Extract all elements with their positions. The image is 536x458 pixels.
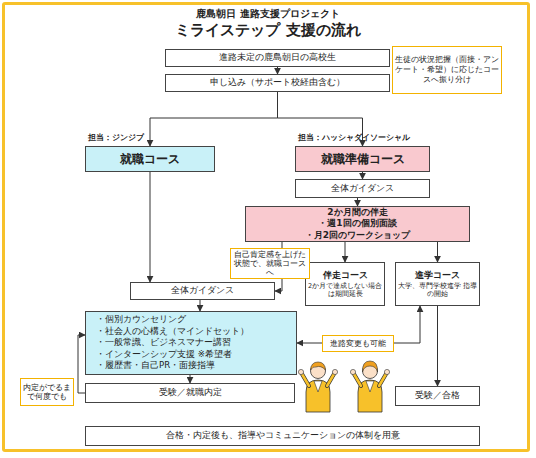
process-box: 全体ガイダンス	[295, 179, 430, 198]
flow-arrow	[200, 300, 201, 311]
student-right	[350, 361, 389, 412]
node-text: ・週1回の個別面談	[318, 218, 396, 229]
process-box: 申し込み（サポート校経由含む）	[165, 74, 390, 92]
start-box: 進路未定の鹿島朝日の高校生	[165, 49, 390, 67]
edge-label: 進路変更も可能	[322, 335, 394, 352]
course-box: 担当：ジンジブ就職コース	[85, 146, 215, 172]
flow-arrow	[78, 335, 85, 393]
node-text: 2か月で達成しない場合は期間延長	[306, 282, 384, 298]
course-box: 進学コース大学、専門学校進学 指導の開始	[395, 262, 480, 306]
flow-arrow	[150, 172, 151, 282]
flow-arrow	[150, 92, 278, 146]
node-text: 進学コース	[415, 270, 460, 281]
flow-arrow	[277, 67, 278, 74]
process-box: 2か月間の伴走・週1回の個別面談・月2回のワークショップ	[245, 206, 470, 242]
node-text: 全体ガイダンス	[171, 285, 234, 296]
node-text: ・インターンシップ支援 ※希望者	[96, 349, 232, 361]
list-box: ・個別カウンセリング・社会人の心構え（マインドセット）・一般常識、ビジネスマナー…	[85, 311, 297, 375]
flow-arrow	[437, 306, 438, 386]
node-text: 2か月間の伴走	[327, 207, 387, 218]
node-text: 大学、専門学校進学 指導の開始	[396, 282, 479, 298]
node-text: ・履歴書・自己PR・面接指導	[96, 360, 215, 372]
owner-heading: 担当：ジンジブ	[88, 133, 144, 142]
node-text: ・個別カウンセリング	[96, 314, 186, 326]
flow-arrow	[437, 242, 438, 262]
edge-label: 自己肯定感を上げた状態で、就職コースへ	[230, 248, 310, 279]
course-box: 担当：ハッシャダイソーシャル就職準備コース	[295, 146, 430, 172]
process-box: 全体ガイダンス	[130, 282, 275, 300]
result-box: 受験／就職内定	[85, 383, 295, 403]
node-text: 申し込み（サポート校経由含む）	[210, 77, 345, 88]
flow-arrow	[362, 172, 363, 179]
node-text: 全体ガイダンス	[331, 183, 394, 194]
flow-arrow	[190, 375, 191, 383]
node-text: 伴走コース	[323, 270, 368, 281]
student-left	[298, 362, 337, 412]
edge-label: 内定がでるまで何度でも	[20, 378, 74, 406]
node-text: 受験／就職内定	[159, 387, 222, 398]
diagram-title: ミライステップ 支援の流れ	[0, 21, 536, 40]
node-text: 生徒の状況把握（面接・アンケート・希望）に応じたコースへ振り分け	[395, 55, 499, 85]
node-text: 就職準備コース	[321, 152, 405, 167]
node-text: 合格・内定後も、指導やコミュニケーションの体制を用意	[166, 430, 400, 441]
course-box: 伴走コース2か月で達成しない場合は期間延長	[305, 262, 385, 306]
footer-box: 合格・内定後も、指導やコミュニケーションの体制を用意	[85, 426, 480, 446]
node-text: ・月2回のワークショップ	[305, 230, 410, 241]
flow-arrow	[357, 198, 358, 206]
node-text: 就職コース	[120, 152, 180, 167]
project-name: 鹿島朝日 進路支援プロジェクト	[0, 7, 536, 21]
node-text: 受験／合格	[415, 390, 460, 401]
node-text: ・社会人の心構え（マインドセット）	[96, 326, 249, 338]
result-box: 受験／合格	[395, 386, 480, 406]
flow-arrow	[345, 242, 346, 262]
note-callout: 生徒の状況把握（面接・アンケート・希望）に応じたコースへ振り分け	[392, 46, 502, 94]
node-text: 進路未定の鹿島朝日の高校生	[219, 52, 336, 63]
owner-heading: 担当：ハッシャダイソーシャル	[298, 133, 410, 142]
node-text: ・一般常識、ビジネスマナー講習	[96, 337, 231, 349]
